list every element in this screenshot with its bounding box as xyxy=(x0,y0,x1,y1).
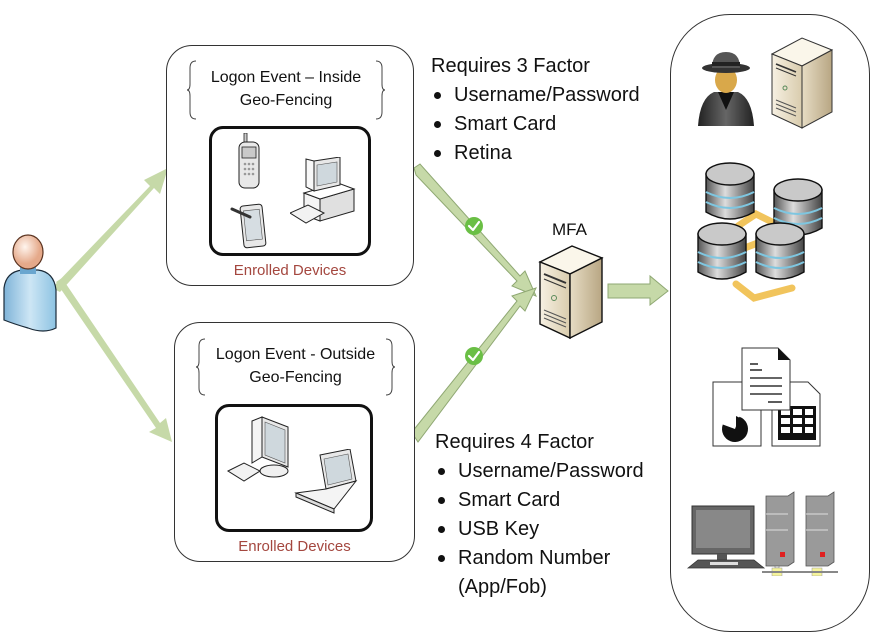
inside-factor-list: Username/Password Smart Card Retina xyxy=(431,81,640,168)
factor-item: Smart Card xyxy=(435,486,644,515)
arrow-mfa-to-resources xyxy=(607,274,669,307)
left-brace-icon xyxy=(195,338,206,396)
documents-icon xyxy=(712,347,821,447)
left-brace-icon xyxy=(186,60,197,120)
desktop-computer-icon xyxy=(290,157,356,224)
admin-spy-icon xyxy=(698,52,754,126)
factor-item: Retina xyxy=(431,139,640,168)
inside-title-line1: Logon Event – Inside xyxy=(210,69,362,86)
database-cluster-icon xyxy=(697,162,823,302)
user-icon xyxy=(3,234,57,332)
factor-item: Smart Card xyxy=(431,110,640,139)
right-brace-icon xyxy=(375,60,386,120)
network-workstation-icon xyxy=(686,491,838,576)
outside-requirements-heading: Requires 4 Factor xyxy=(435,431,594,453)
inside-event-title: Logon Event – Inside Geo-Fencing xyxy=(196,66,376,112)
inside-enrolled-label: Enrolled Devices xyxy=(233,262,347,279)
inside-requirements: Requires 3 Factor Username/Password Smar… xyxy=(431,52,640,168)
inside-title-line2: Geo-Fencing xyxy=(239,92,333,109)
outside-title-line2: Geo-Fencing xyxy=(249,369,342,386)
tablet-icon xyxy=(230,203,267,249)
outside-factor-list: Username/Password Smart Card USB Key Ran… xyxy=(435,457,644,602)
factor-item: USB Key xyxy=(435,515,644,544)
tower-server-icon xyxy=(770,37,834,129)
checkmark-icon xyxy=(465,217,483,235)
outside-event-title: Logon Event - Outside Geo-Fencing xyxy=(203,343,388,389)
outside-devices-panel xyxy=(215,404,373,532)
inside-devices-panel xyxy=(209,126,371,256)
db-cylinder xyxy=(705,162,755,220)
factor-item-continued: (App/Fob) xyxy=(458,576,547,598)
server-icon xyxy=(538,245,604,340)
factor-item: Username/Password xyxy=(435,457,644,486)
arrow-user-to-inside xyxy=(52,168,168,292)
db-cylinder xyxy=(755,222,805,280)
db-cylinder xyxy=(697,222,747,280)
server-unit xyxy=(765,491,795,576)
outside-enrolled-label: Enrolled Devices xyxy=(238,538,351,555)
outside-title-line1: Logon Event - Outside xyxy=(215,346,376,363)
checkmark-icon xyxy=(465,347,483,365)
factor-item: Random Number xyxy=(435,544,644,573)
server-unit xyxy=(805,491,835,576)
factor-item: Username/Password xyxy=(431,81,640,110)
right-brace-icon xyxy=(385,338,396,396)
inside-requirements-heading: Requires 3 Factor xyxy=(431,55,590,77)
monitor-icon xyxy=(226,416,289,482)
outside-requirements: Requires 4 Factor Username/Password Smar… xyxy=(435,428,644,602)
arrow-user-to-outside xyxy=(56,278,172,442)
mobile-phone-icon xyxy=(238,133,260,189)
laptop-icon xyxy=(294,449,358,514)
mfa-label: MFA xyxy=(552,220,587,239)
